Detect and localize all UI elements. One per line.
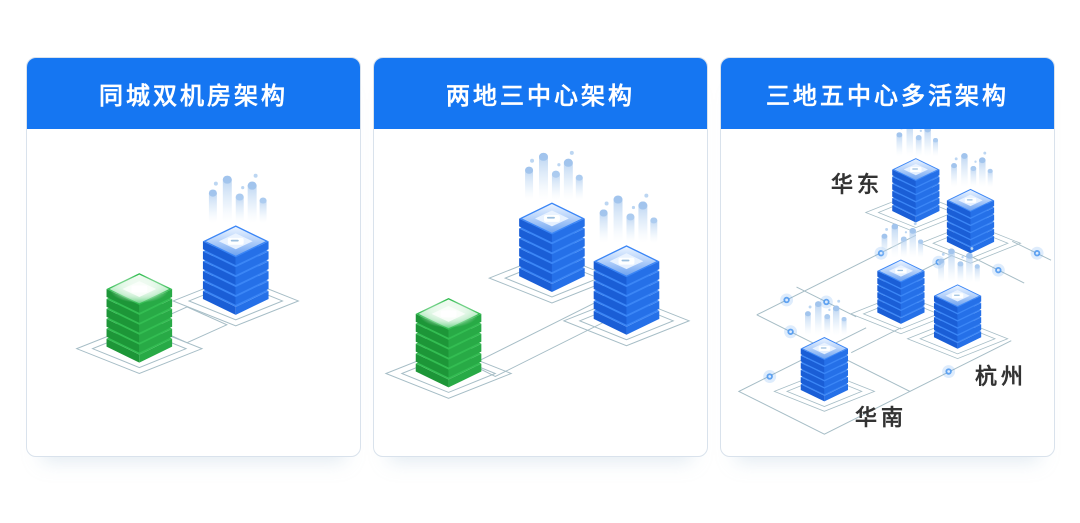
card-same-city-dual-dc: 同城双机房架构 <box>26 57 361 457</box>
two-loc-three-dc-diagram <box>385 150 690 399</box>
data-beam-effect <box>208 173 267 224</box>
blue-server-stack <box>203 173 269 315</box>
region-label-hangzhou: 杭州 <box>975 364 1028 389</box>
data-beam-effect <box>525 150 583 201</box>
data-beam-effect <box>896 129 939 157</box>
region-label-huanan: 华南 <box>855 405 908 430</box>
data-beam-effect <box>951 151 993 188</box>
glow-effect <box>418 299 479 328</box>
architecture-comparison: 同城双机房架构 两地三中心架构 <box>26 57 1055 457</box>
blue-server-stack <box>947 151 994 254</box>
card-header: 两地三中心架构 <box>374 58 707 129</box>
blue-server-stack <box>801 299 848 402</box>
card-body: 华东 杭州 华南 <box>721 129 1054 456</box>
blue-server-stack <box>934 247 981 349</box>
green-server-stack <box>107 273 173 362</box>
card-header: 三地五中心多活架构 <box>721 58 1054 129</box>
blue-server-stack <box>594 193 660 335</box>
multi-active-diagram <box>737 129 1052 435</box>
blue-server-stack <box>892 129 939 223</box>
dual-dc-diagram <box>76 173 299 375</box>
glow-effect <box>109 275 170 303</box>
data-beam-effect <box>881 222 924 259</box>
network-lines <box>737 234 1052 435</box>
card-body <box>27 129 360 456</box>
card-two-locations-three-centers: 两地三中心架构 <box>373 57 708 457</box>
blue-server-stack <box>877 222 924 324</box>
blue-server-stack <box>519 150 585 292</box>
card-title: 两地三中心架构 <box>446 82 635 110</box>
card-three-locations-five-centers: 三地五中心多活架构 <box>720 57 1055 457</box>
region-label-huadong: 华东 <box>831 172 884 197</box>
card-body <box>374 129 707 456</box>
card-title: 同城双机房架构 <box>99 82 288 110</box>
green-server-stack <box>416 298 482 387</box>
data-beam-effect <box>599 193 658 244</box>
card-header: 同城双机房架构 <box>27 58 360 129</box>
card-title: 三地五中心多活架构 <box>766 82 1009 110</box>
